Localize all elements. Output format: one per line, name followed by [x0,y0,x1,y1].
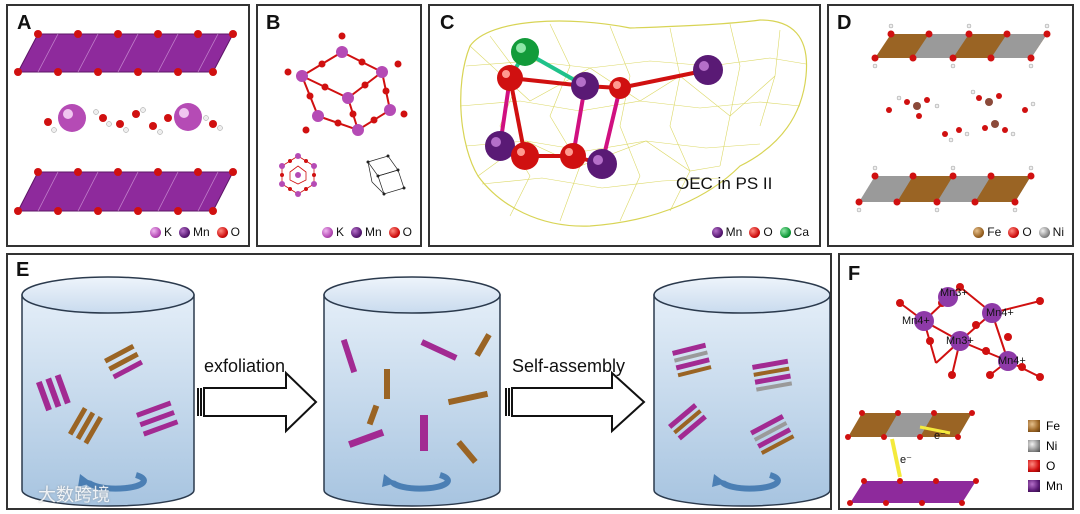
fe-atom-icon [1028,420,1040,432]
panel-d: D Fe O Ni [827,4,1074,247]
panel-d-structure [829,6,1074,247]
self-assembly-label: Self-assembly [512,356,625,377]
panel-f-legend: Fe Ni O Mn [1028,419,1063,493]
watermark: 大数跨境 [38,481,110,507]
legend-mn: Mn [1046,479,1063,493]
ni-atom-icon [1039,227,1050,238]
o-atom-icon [1008,227,1019,238]
legend-o: O [231,225,240,239]
beaker-2 [324,277,500,506]
mn-atom-icon [179,227,190,238]
o-atom-icon [217,227,228,238]
legend-fe: Fe [1046,419,1060,433]
mn-atom-icon [712,227,723,238]
ca-atom-icon [780,227,791,238]
o-atom-icon [389,227,400,238]
legend-o: O [403,225,412,239]
beaker-3 [654,277,830,506]
panel-c-legend: Mn O Ca [708,225,809,239]
panel-a: A K Mn O [6,4,250,247]
exfoliation-label: exfoliation [204,356,285,377]
panel-b-structure [258,6,422,247]
legend-mn: Mn [193,225,210,239]
legend-mn: Mn [365,225,382,239]
panel-b-legend: K Mn O [318,225,412,239]
mn-atom-icon [1028,480,1040,492]
fe-atom-icon [973,227,984,238]
legend-k: K [336,225,344,239]
legend-o: O [1022,225,1031,239]
panel-c-structure [430,6,821,247]
panel-e: E [6,253,832,510]
k-atom-icon [322,227,333,238]
panel-a-structure [8,6,250,247]
mn-ion-5: Mn4+ [998,355,1026,367]
panel-d-legend: Fe O Ni [969,225,1064,239]
mn-ion-3: Mn4+ [986,307,1014,319]
panel-f: F Mn3+ Mn4+ Mn4+ Mn3+ Mn4+ e⁻ e⁻ Fe Ni O… [838,253,1074,510]
o-atom-icon [749,227,760,238]
panel-b: B K Mn O [256,4,422,247]
beaker-1 [22,277,194,506]
legend-k: K [164,225,172,239]
electron-label-1: e⁻ [934,429,946,442]
mn-ion-2: Mn4+ [902,315,930,327]
legend-o: O [763,225,772,239]
legend-o: O [1046,459,1055,473]
legend-ni: Ni [1046,439,1057,453]
panel-a-legend: K Mn O [146,225,240,239]
o-atom-icon [1028,460,1040,472]
legend-fe: Fe [987,225,1001,239]
panel-c: C OEC i [428,4,821,247]
electron-label-2: e⁻ [900,453,912,466]
legend-ni: Ni [1053,225,1064,239]
arrow-exfoliation [198,373,316,431]
panel-e-process [8,255,832,510]
arrow-self-assembly [506,373,644,431]
oec-caption: OEC in PS II [676,174,772,194]
mn-ion-4: Mn3+ [946,335,974,347]
legend-ca: Ca [794,225,809,239]
mn-atom-icon [351,227,362,238]
k-atom-icon [150,227,161,238]
ni-atom-icon [1028,440,1040,452]
legend-mn: Mn [726,225,743,239]
mn-ion-1: Mn3+ [940,287,968,299]
